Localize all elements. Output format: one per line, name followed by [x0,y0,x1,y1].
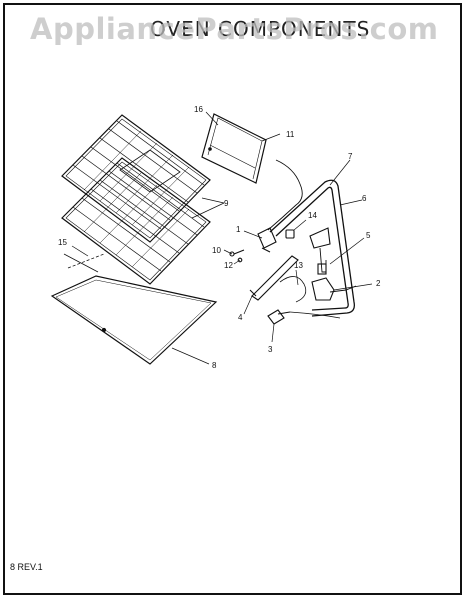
callout-6: 6 [362,194,367,203]
orifice-bracket-parts [229,249,341,325]
oven-bottom-panel [50,275,218,365]
leader-lines [71,111,373,365]
page-border [3,3,462,595]
callout-13: 13 [294,261,303,270]
callout-10: 10 [212,246,221,255]
callout-8: 8 [212,361,217,370]
oven-rack-upper [61,114,211,243]
callout-11: 11 [286,130,295,139]
heat-shield [201,113,267,184]
callout-14: 14 [308,211,317,220]
callout-4: 4 [238,313,243,322]
callout-15: 15 [58,238,67,247]
callout-labels: 16 11 7 6 9 14 1 5 15 10 12 13 2 4 3 8 [58,105,381,370]
callout-12: 12 [224,261,233,270]
callout-2: 2 [376,279,381,288]
revision-footer: 8 REV.1 [10,562,43,572]
callout-5: 5 [366,231,371,240]
burner-assembly [267,159,355,317]
watermark-text: AppliancePartsPros.com [30,12,439,46]
callout-7: 7 [348,152,353,161]
callout-1: 1 [236,225,241,234]
callout-16: 16 [194,105,203,114]
diagram-title: OVEN COMPONENTS [150,17,371,41]
callout-9: 9 [224,199,229,208]
igniter-valve-assembly [257,227,357,303]
oven-rack-lower [61,157,211,285]
rack-slide-15 [63,253,105,273]
callout-3: 3 [268,345,273,354]
